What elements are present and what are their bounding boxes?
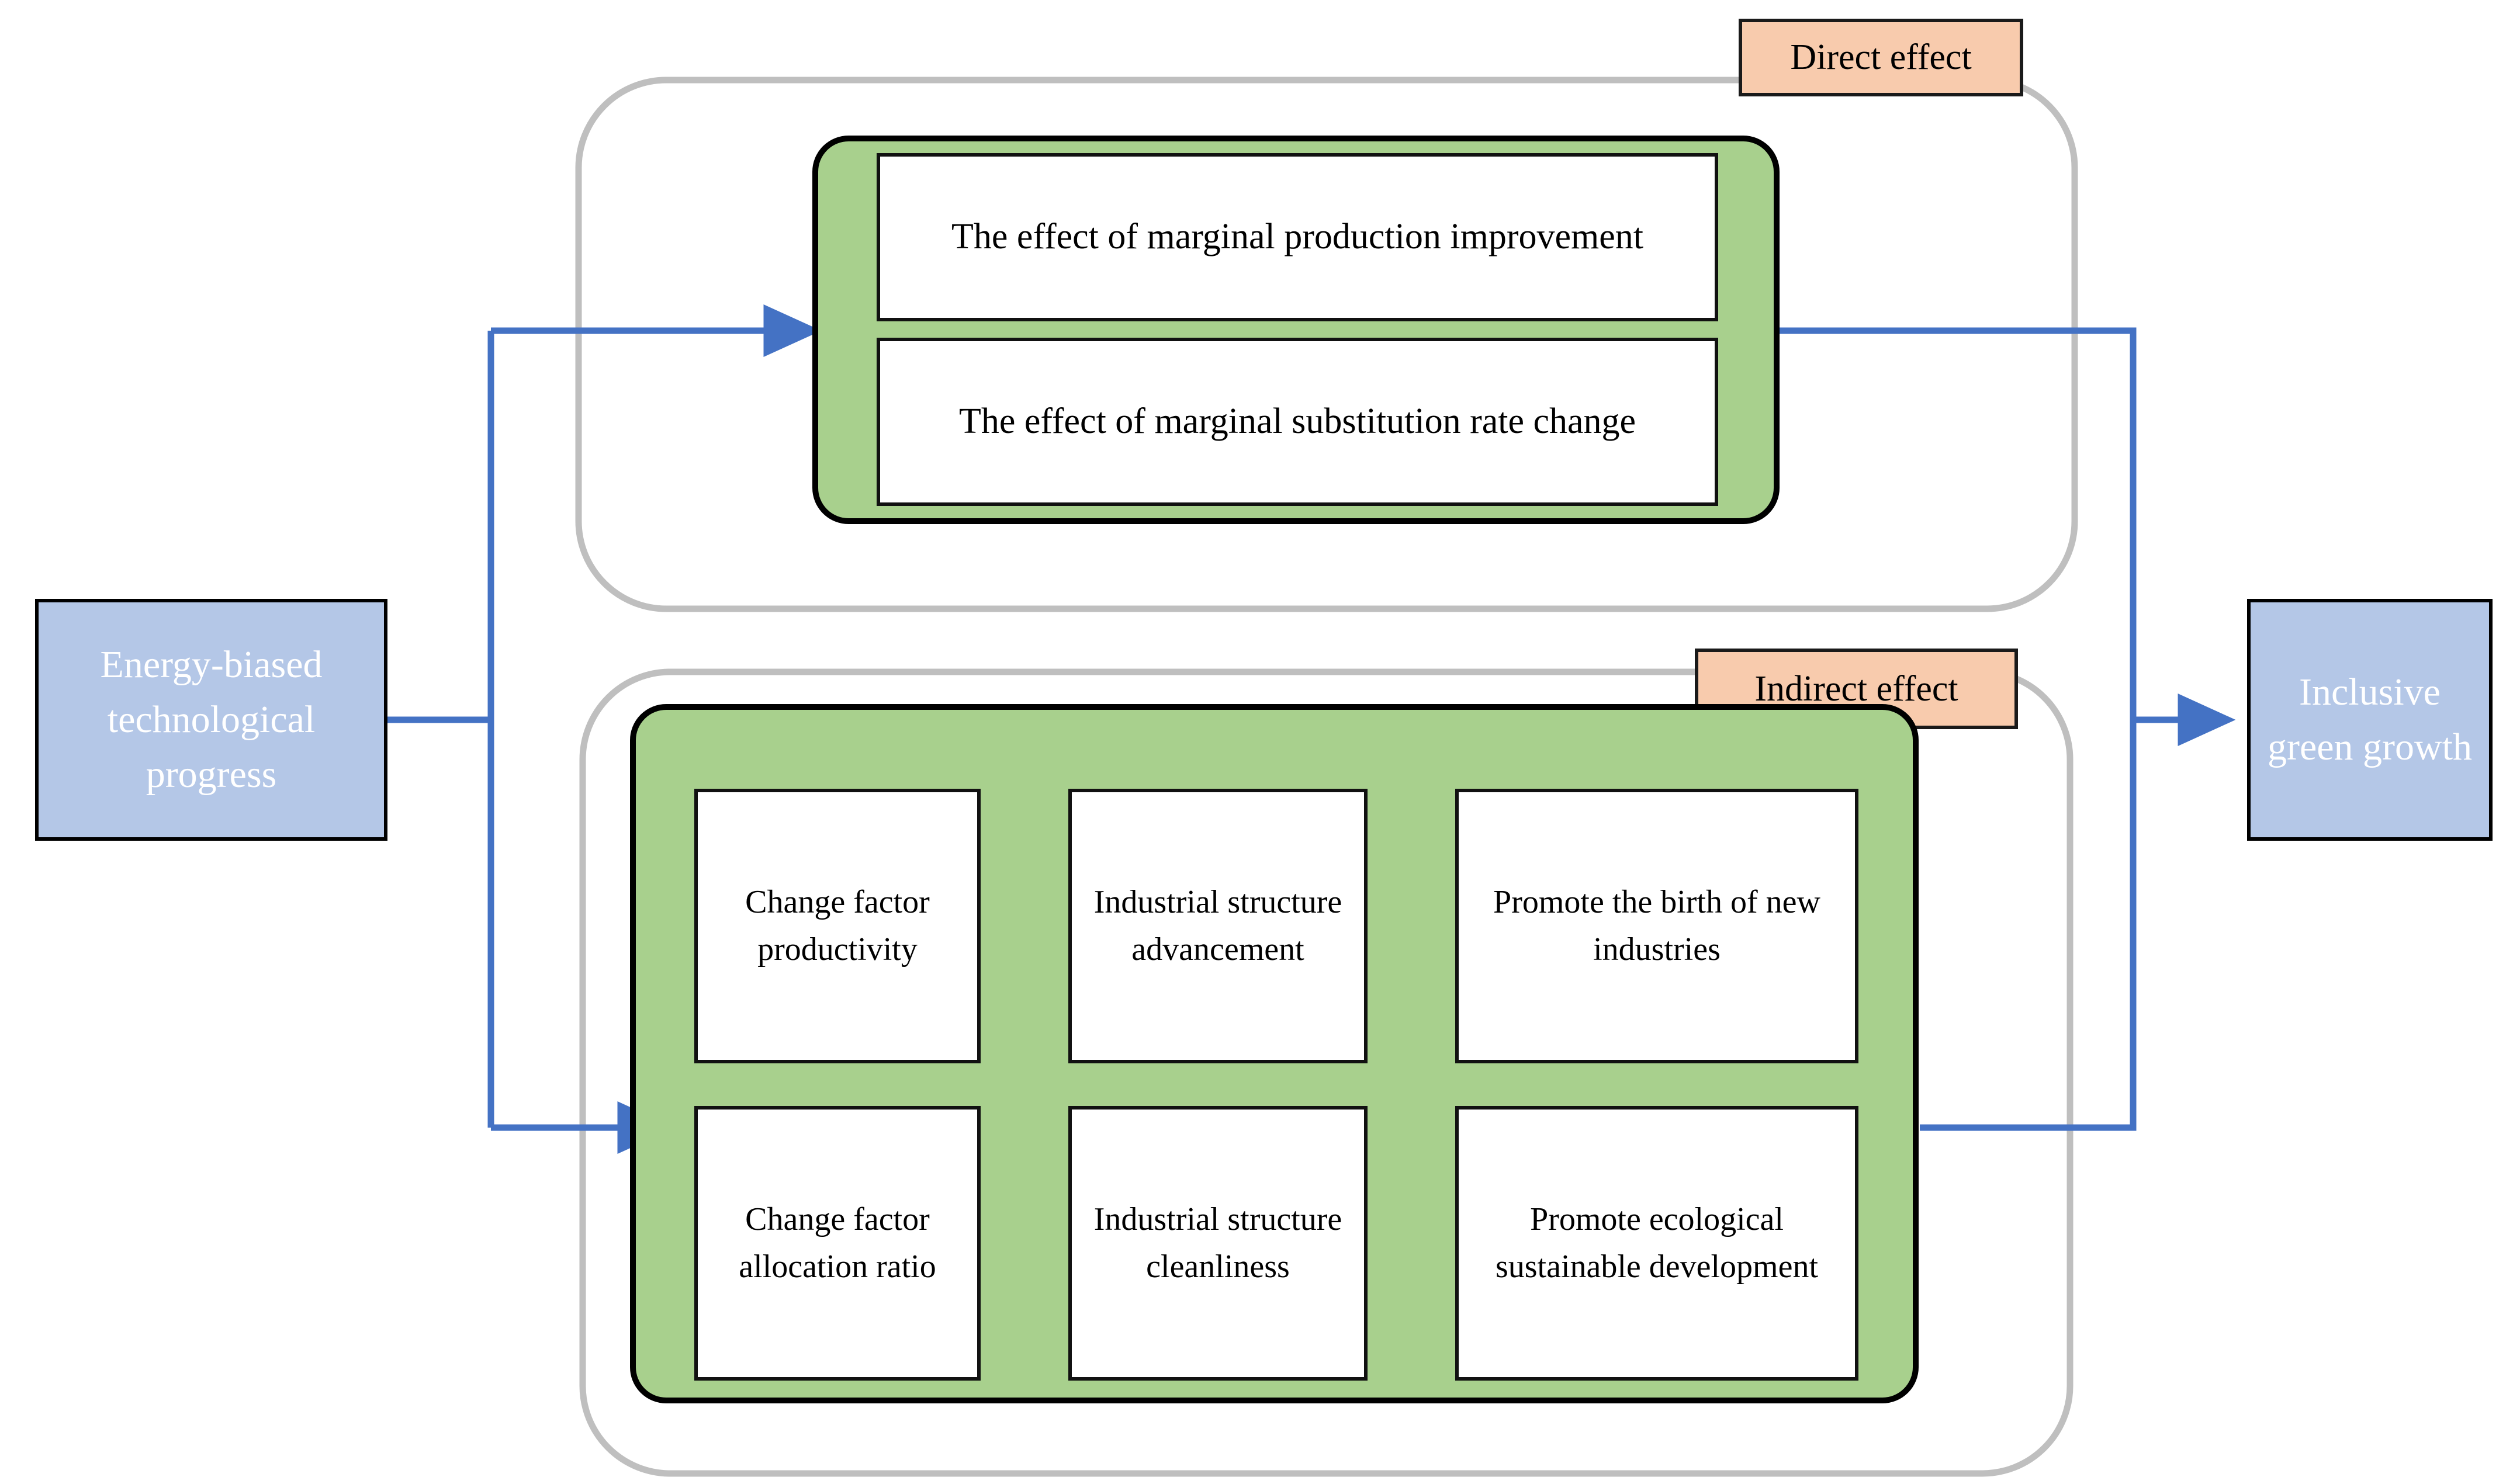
- card-marginal-production-improvement-label: The effect of marginal production improv…: [951, 217, 1643, 257]
- card-industrial-structure-advancement-label: Industrial structure advancement: [1093, 883, 1342, 968]
- card-industrial-structure-advancement[interactable]: Industrial structure advancement: [1068, 789, 1368, 1063]
- card-marginal-production-improvement[interactable]: The effect of marginal production improv…: [877, 153, 1718, 321]
- direct-effect-tag-label: Direct effect: [1790, 37, 1972, 78]
- card-marginal-substitution-rate-change[interactable]: The effect of marginal substitution rate…: [877, 338, 1718, 506]
- card-promote-ecological-sustainable-development[interactable]: Promote ecological sustainable developme…: [1455, 1106, 1858, 1381]
- target-node[interactable]: Inclusive green growth: [2247, 599, 2493, 841]
- direct-effect-tag[interactable]: Direct effect: [1739, 19, 2023, 96]
- target-node-label: Inclusive green growth: [2267, 671, 2473, 768]
- card-change-factor-allocation-ratio[interactable]: Change factor allocation ratio: [694, 1106, 981, 1381]
- card-promote-birth-new-industries-label: Promote the birth of new industries: [1493, 883, 1820, 968]
- card-industrial-structure-cleanliness-label: Industrial structure cleanliness: [1093, 1201, 1342, 1285]
- card-industrial-structure-cleanliness[interactable]: Industrial structure cleanliness: [1068, 1106, 1368, 1381]
- card-promote-birth-new-industries[interactable]: Promote the birth of new industries: [1455, 789, 1858, 1063]
- card-promote-ecological-sustainable-development-label: Promote ecological sustainable developme…: [1495, 1201, 1819, 1285]
- source-node-label: Energy-biased technological progress: [100, 643, 323, 796]
- card-marginal-substitution-rate-change-label: The effect of marginal substitution rate…: [958, 401, 1636, 442]
- indirect-effect-tag-label: Indirect effect: [1754, 668, 1958, 709]
- card-change-factor-productivity[interactable]: Change factor productivity: [694, 789, 981, 1063]
- flow-indirect-to-target: [1920, 720, 2137, 1131]
- source-node[interactable]: Energy-biased technological progress: [35, 599, 387, 841]
- card-change-factor-productivity-label: Change factor productivity: [745, 883, 930, 968]
- card-change-factor-allocation-ratio-label: Change factor allocation ratio: [739, 1201, 936, 1285]
